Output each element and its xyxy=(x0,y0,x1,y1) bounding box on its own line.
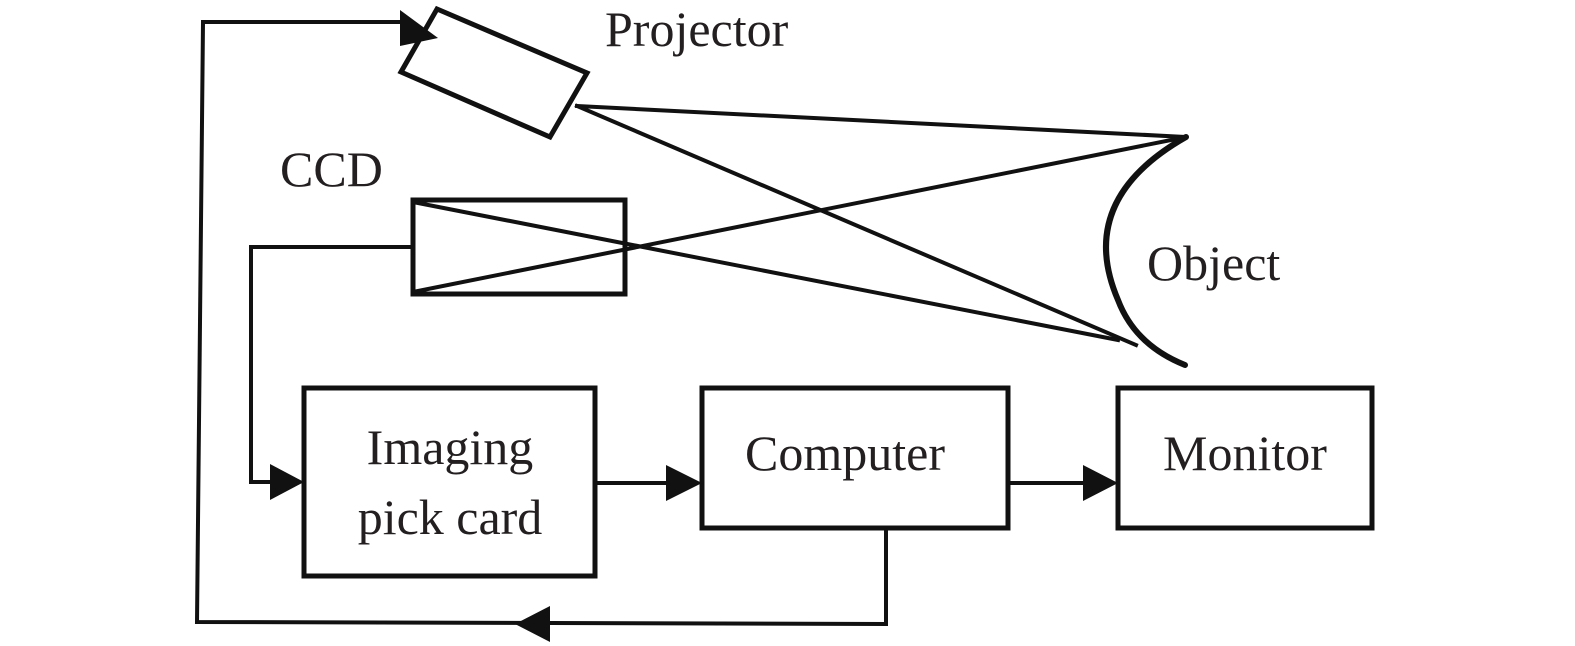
ccd-to-card-line xyxy=(249,245,415,484)
computer-label: Computer xyxy=(745,425,945,481)
imaging-pick-card-label-line1: Imaging xyxy=(367,419,534,475)
ccd-box xyxy=(410,197,628,297)
computer-box xyxy=(699,385,1011,531)
imaging-pick-card-label-line2: pick card xyxy=(358,489,543,545)
projector-label: Projector xyxy=(605,1,789,57)
projector-box xyxy=(397,5,591,141)
computer-to-projector-line xyxy=(194,20,888,627)
card-to-computer-arrowhead xyxy=(666,465,702,501)
imaging-pick-card-box xyxy=(301,385,598,579)
projector-input-arrowhead xyxy=(400,10,438,46)
object-label: Object xyxy=(1147,235,1280,291)
ccd-ray-bottom xyxy=(410,134,1189,295)
object-surface xyxy=(1103,134,1189,368)
ccd-to-card-arrowhead xyxy=(270,464,304,500)
monitor-box xyxy=(1115,385,1375,531)
monitor-label: Monitor xyxy=(1163,425,1327,481)
ccd-ray-top xyxy=(410,199,1121,343)
projector-ray-top xyxy=(574,103,1189,140)
projector-ray-bottom xyxy=(574,103,1139,348)
feedback-arrowhead-left xyxy=(515,606,550,642)
computer-to-monitor-arrowhead xyxy=(1083,465,1118,501)
ccd-label: CCD xyxy=(280,141,383,197)
